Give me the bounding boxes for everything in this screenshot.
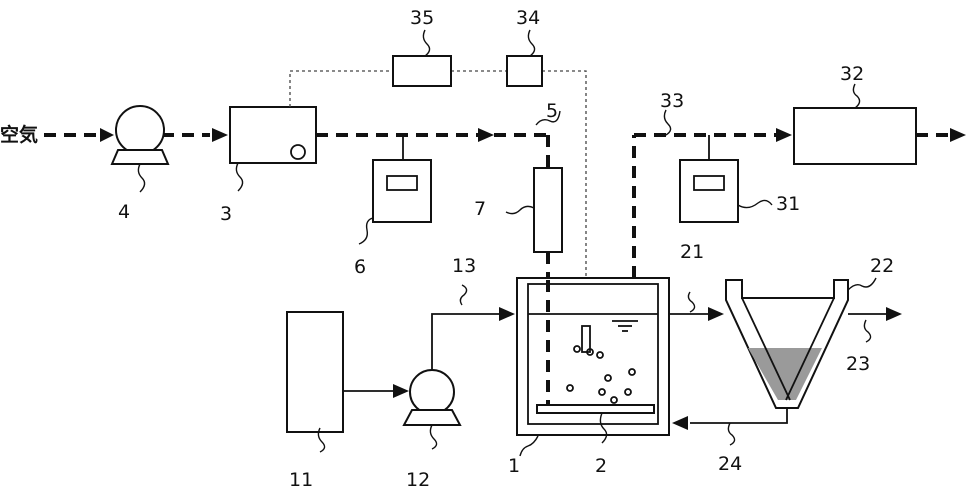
label-21: 21 xyxy=(680,241,704,263)
air-blower-4 xyxy=(110,105,170,165)
unit-3 xyxy=(229,106,317,164)
offgas-line-31 xyxy=(632,128,966,278)
device-34 xyxy=(506,55,543,87)
device-35 xyxy=(392,55,452,87)
tank-11 xyxy=(286,311,344,433)
control-signal-lines xyxy=(289,70,587,330)
unit-32 xyxy=(793,107,917,165)
label-4: 4 xyxy=(118,201,130,223)
label-6: 6 xyxy=(354,256,366,278)
label-2: 2 xyxy=(595,455,607,477)
label-12: 12 xyxy=(406,469,430,489)
label-35: 35 xyxy=(410,7,434,29)
label-5: 5 xyxy=(546,100,558,122)
pump-12 xyxy=(402,369,462,426)
instrument-33 xyxy=(679,135,739,223)
instrument-6 xyxy=(372,135,432,223)
component-labels: 4 3 5 6 7 35 34 33 32 31 13 21 22 23 24 … xyxy=(118,7,894,491)
leader-lines xyxy=(137,29,877,457)
return-line-24 xyxy=(690,408,788,424)
label-24: 24 xyxy=(718,453,742,475)
label-3: 3 xyxy=(220,203,232,225)
label-33: 31 xyxy=(776,193,800,215)
air-supply-line xyxy=(44,128,550,168)
settler-22 xyxy=(725,279,849,409)
label-13: 13 xyxy=(452,255,476,277)
feed-line-13 xyxy=(431,313,500,370)
label-23: 23 xyxy=(846,353,870,375)
label-34: 34 xyxy=(516,7,540,29)
label-31: 33 xyxy=(660,90,684,112)
label-32: 32 xyxy=(840,63,864,85)
label-22: 22 xyxy=(870,255,894,277)
diffuser-2 xyxy=(536,404,655,414)
label-1: 1 xyxy=(508,455,520,477)
label-7: 7 xyxy=(474,198,486,220)
label-11: 11 xyxy=(289,469,313,489)
air-inlet-label: 空気 xyxy=(0,123,38,146)
column-7 xyxy=(533,167,563,280)
